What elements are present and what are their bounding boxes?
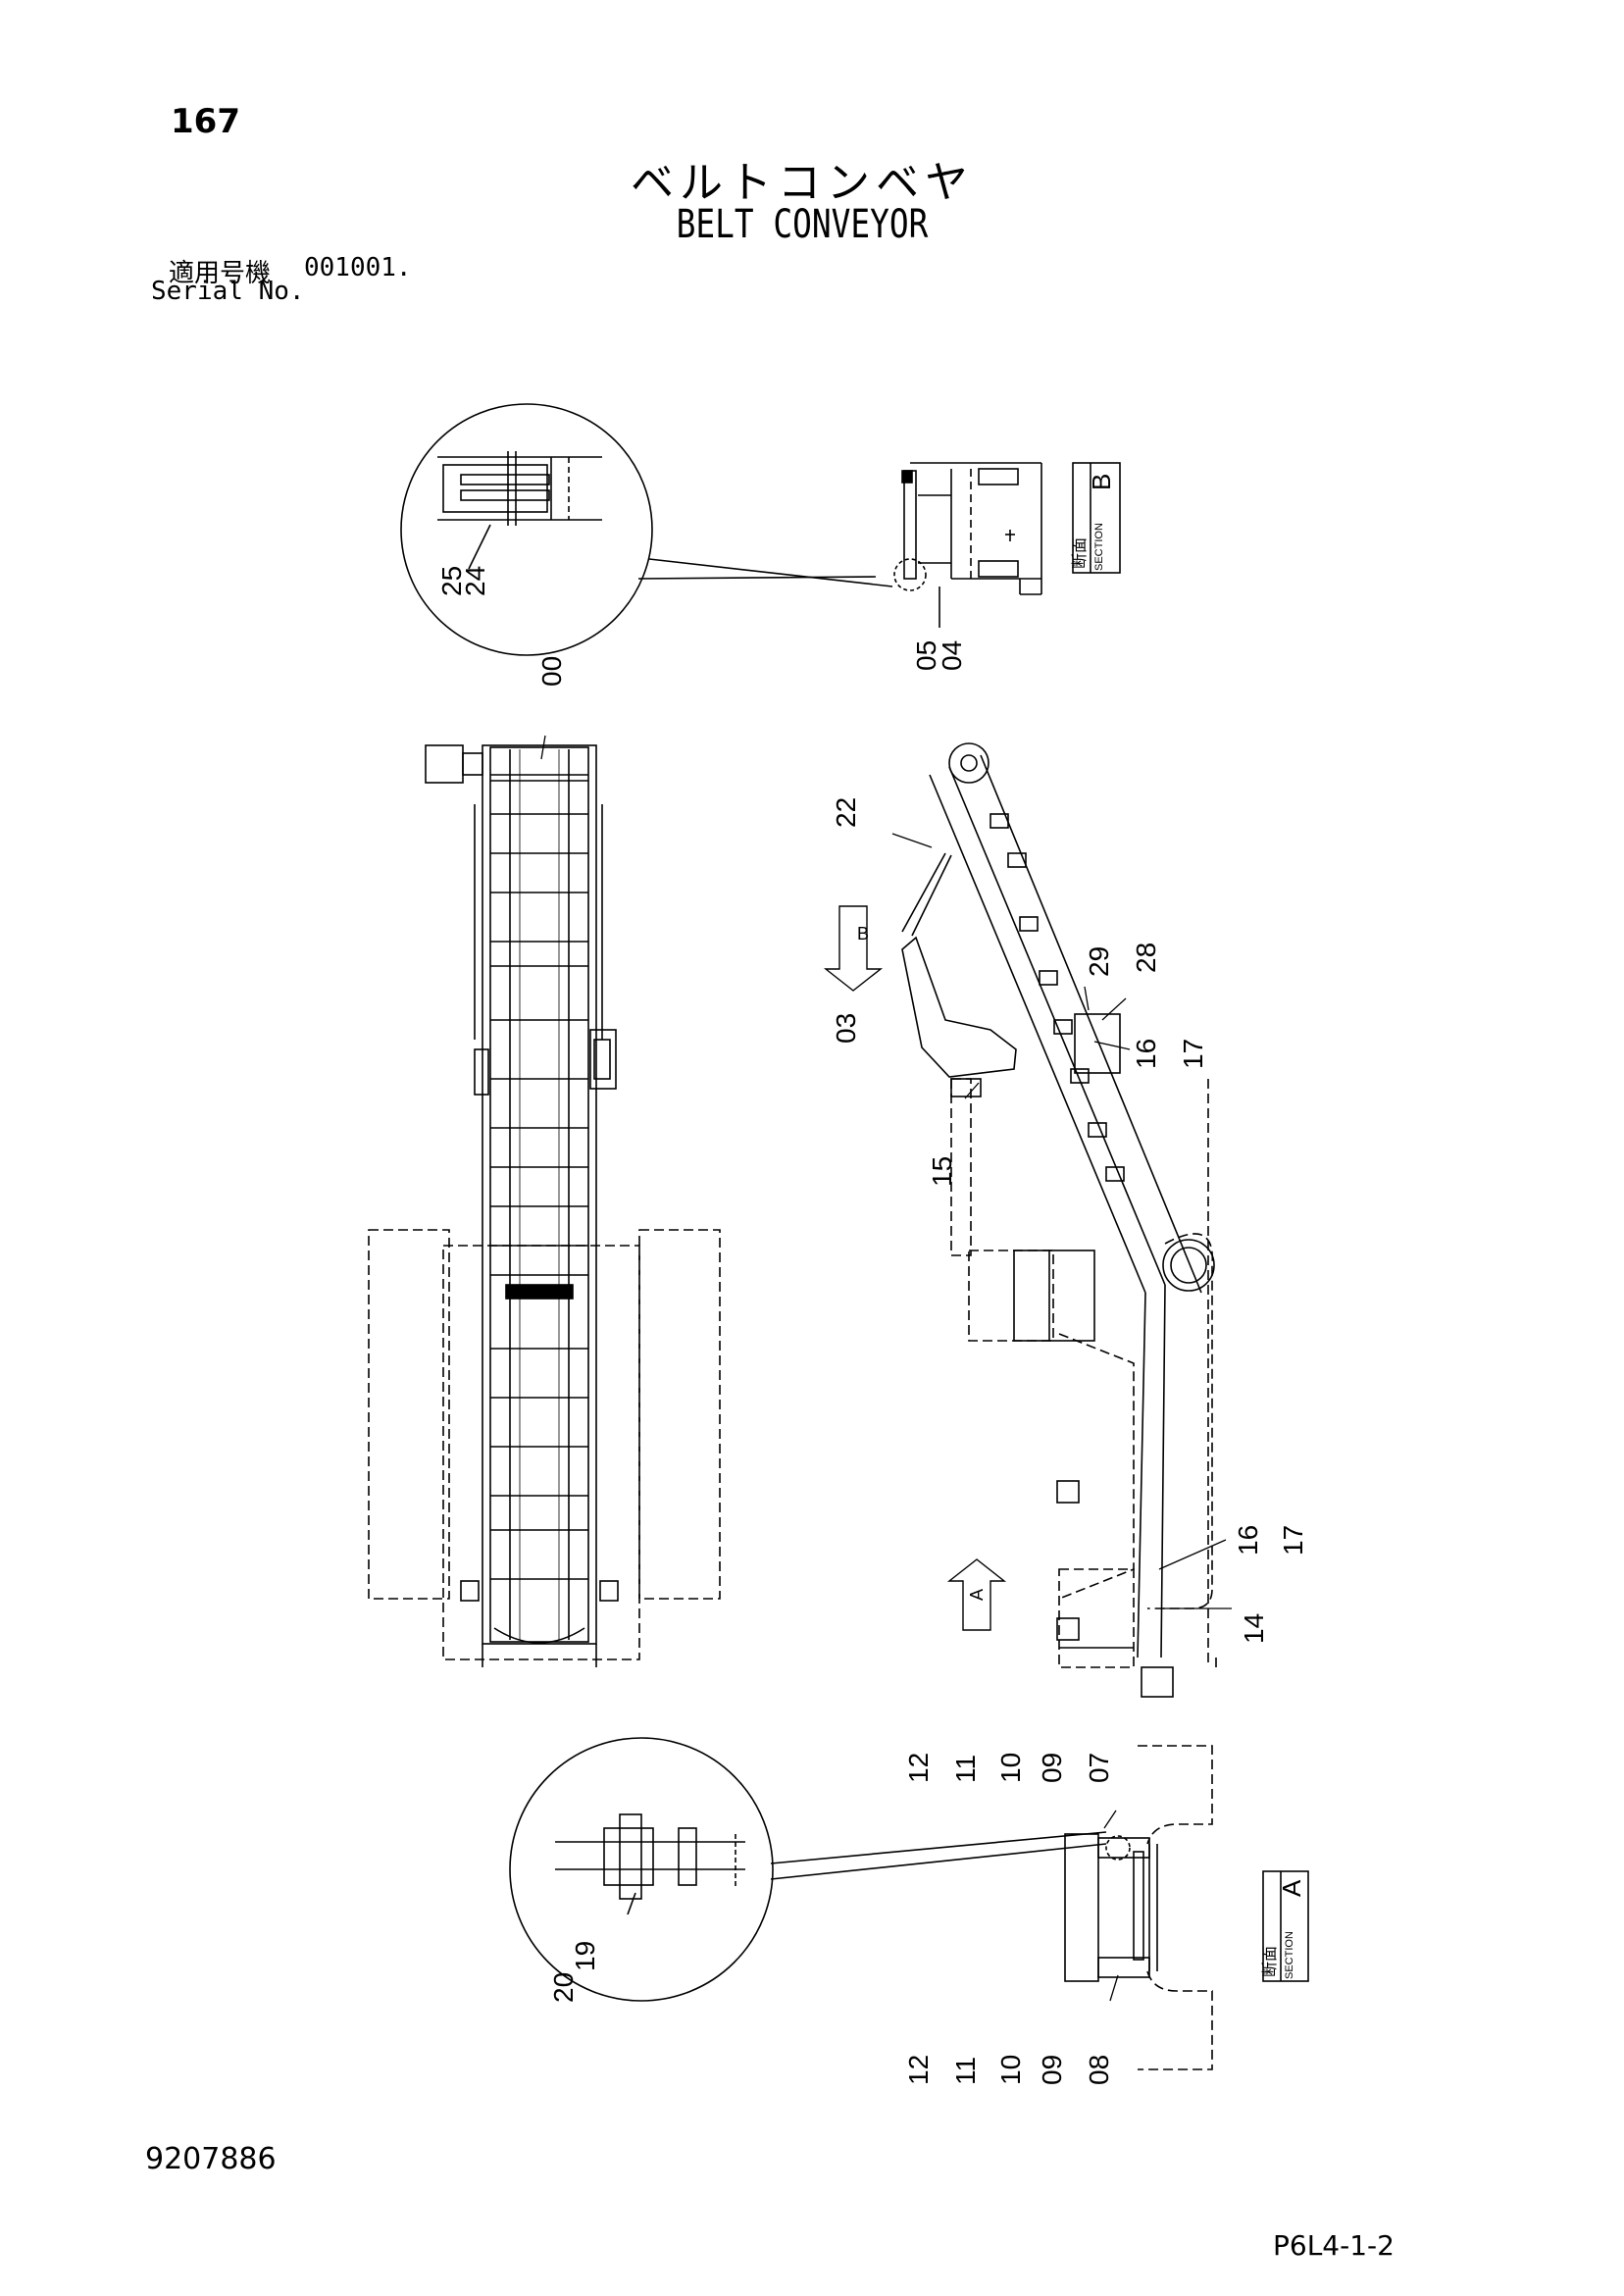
- callout-08: 08: [1084, 2055, 1114, 2085]
- leader-lines: [540, 735, 1232, 2002]
- callout-10-upper: 10: [995, 1753, 1026, 1783]
- sheet-code: P6L4-1-2: [1273, 2229, 1395, 2262]
- section-a-letter: A: [1277, 1879, 1306, 1897]
- callout-12-upper: 12: [903, 1753, 934, 1783]
- callout-17-lower: 17: [1278, 1525, 1308, 1556]
- arrow-b-letter: B: [857, 924, 869, 944]
- section-b-jp: 断面: [1071, 537, 1089, 569]
- callout-17-upper: 17: [1178, 1039, 1208, 1069]
- section-a-view: [1064, 1745, 1213, 2070]
- section-label-texts: B 断面 SECTION A 断面 SECTION B A: [857, 474, 1306, 1979]
- title-english: BELT CONVEYOR: [676, 202, 929, 247]
- callout-04: 04: [937, 640, 967, 671]
- callout-03: 03: [831, 1013, 861, 1044]
- title-japanese: ベルトコンベヤ: [631, 158, 974, 208]
- arrow-a-letter: A: [967, 1589, 987, 1601]
- page-number: 167: [171, 102, 240, 141]
- callout-25: 25: [436, 566, 467, 596]
- detail-circle-bottom: [509, 1737, 1107, 2002]
- plan-view: [368, 744, 721, 1667]
- callout-07: 07: [1084, 1753, 1114, 1783]
- detail-circle-top: [400, 403, 893, 656]
- callout-10-lower: 10: [995, 2055, 1026, 2085]
- callout-numbers: 25 24 05 04 00 22 29 28 03 16 17 15 16 1…: [436, 566, 1308, 2085]
- callout-15: 15: [927, 1156, 957, 1187]
- serial-label-english: Serial No.: [151, 277, 305, 306]
- callout-05: 05: [911, 640, 941, 671]
- callout-09-upper: 09: [1037, 1753, 1067, 1783]
- callout-24: 24: [460, 566, 490, 596]
- callout-14: 14: [1239, 1613, 1269, 1644]
- callout-22: 22: [831, 797, 861, 828]
- callout-20: 20: [548, 1972, 579, 2003]
- callout-00: 00: [536, 656, 567, 687]
- section-a-jp: 断面: [1261, 1946, 1279, 1977]
- callout-29: 29: [1084, 946, 1114, 977]
- section-b-letter: B: [1087, 474, 1116, 490]
- callout-09-lower: 09: [1037, 2055, 1067, 2085]
- callout-12-lower: 12: [903, 2055, 934, 2085]
- section-b-view: [893, 462, 1042, 628]
- callout-16-upper: 16: [1131, 1039, 1161, 1069]
- callout-28: 28: [1131, 943, 1161, 973]
- callout-11-lower: 11: [950, 2057, 981, 2085]
- section-a-en: SECTION: [1284, 1931, 1295, 1979]
- callout-16-lower: 16: [1233, 1525, 1263, 1556]
- callout-11-upper: 11: [950, 1755, 981, 1783]
- section-a-label-box: [1262, 1870, 1309, 1982]
- section-b-en: SECTION: [1093, 523, 1105, 571]
- callout-19: 19: [570, 1941, 600, 1971]
- section-b-label-box: [1072, 462, 1121, 574]
- drawing-number: 9207886: [145, 2142, 277, 2176]
- serial-label-japanese: 適用号機: [169, 259, 272, 288]
- side-view: [823, 742, 1217, 1698]
- serial-number-value: 001001.: [304, 253, 412, 282]
